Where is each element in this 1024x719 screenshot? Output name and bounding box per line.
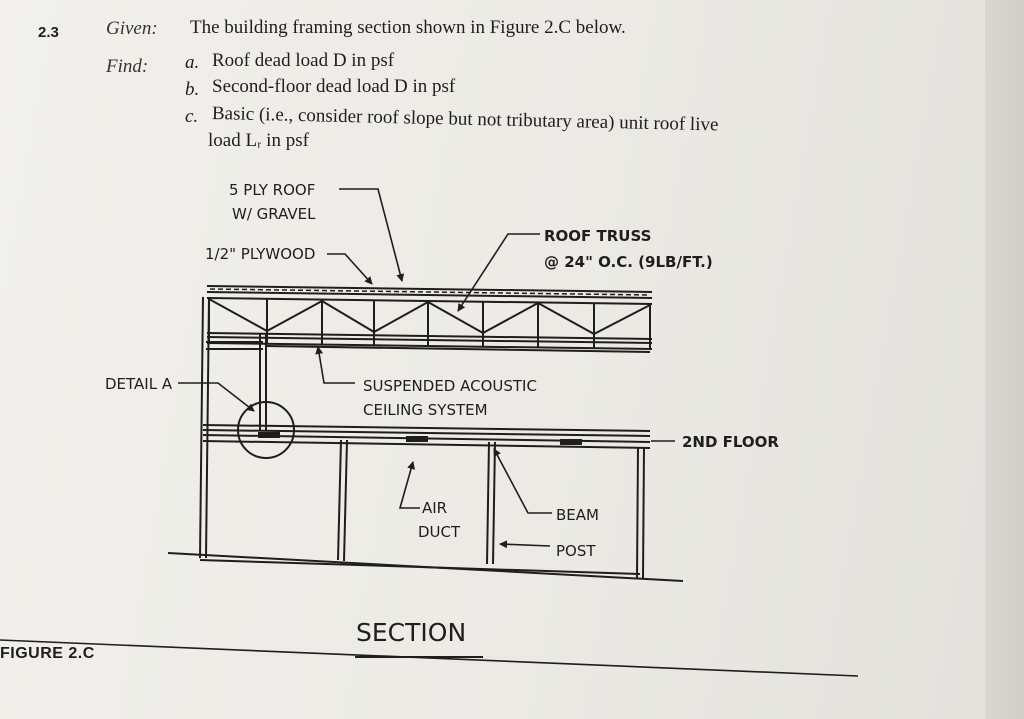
item-b-letter: b. <box>185 79 200 100</box>
ceiling-callout-line1: SUSPENDED ACOUSTIC <box>363 377 537 395</box>
air-duct-callout-line1: AIR <box>422 499 447 517</box>
detail-a-callout: DETAIL A <box>105 375 173 393</box>
beam-block <box>560 439 582 445</box>
figure-caption: FIGURE 2.C <box>0 645 95 662</box>
find-label: Find: <box>106 56 149 77</box>
item-a-text: Roof dead load D in psf <box>212 50 395 71</box>
item-a-letter: a. <box>185 52 200 73</box>
beam-callout: BEAM <box>556 506 599 524</box>
item-c-continuation: load Lᵣ in psf <box>208 130 309 151</box>
page-edge <box>985 0 1024 719</box>
truss-callout-line1: ROOF TRUSS <box>544 227 651 245</box>
given-label: Given: <box>106 18 158 39</box>
roof-callout-line1: 5 PLY ROOF <box>229 181 315 199</box>
figure-rule <box>0 639 859 677</box>
ceiling-callout-line2: CEILING SYSTEM <box>363 401 488 419</box>
detail-a-circle <box>237 401 295 459</box>
section-title: SECTION <box>356 618 466 647</box>
plywood-leader <box>327 253 373 285</box>
post-callout: POST <box>556 542 596 560</box>
beam-block <box>258 432 280 438</box>
roof-callout-line2: W/ GRAVEL <box>232 205 316 223</box>
detail-leader <box>178 382 255 412</box>
air-duct-leader <box>398 461 420 509</box>
ceiling-leader <box>315 346 355 384</box>
item-b-text: Second-floor dead load D in psf <box>212 76 456 97</box>
post-leader <box>499 540 551 549</box>
truss-leader <box>457 233 540 312</box>
roof-leader <box>339 188 405 282</box>
item-c-letter: c. <box>185 106 199 127</box>
air-duct-callout-line2: DUCT <box>418 523 461 541</box>
roof-deck <box>206 285 653 305</box>
beam-leader <box>493 448 552 514</box>
roof-truss <box>206 298 653 350</box>
truss-callout-line2: @ 24" O.C. (9LB/FT.) <box>544 253 713 271</box>
plywood-callout: 1/2" PLYWOOD <box>205 245 315 263</box>
leader-lines <box>178 188 675 549</box>
given-text: The building framing section shown in Fi… <box>190 17 626 38</box>
beam-block <box>406 436 428 442</box>
problem-number: 2.3 <box>38 24 59 41</box>
second-floor-callout: 2ND FLOOR <box>682 433 779 451</box>
